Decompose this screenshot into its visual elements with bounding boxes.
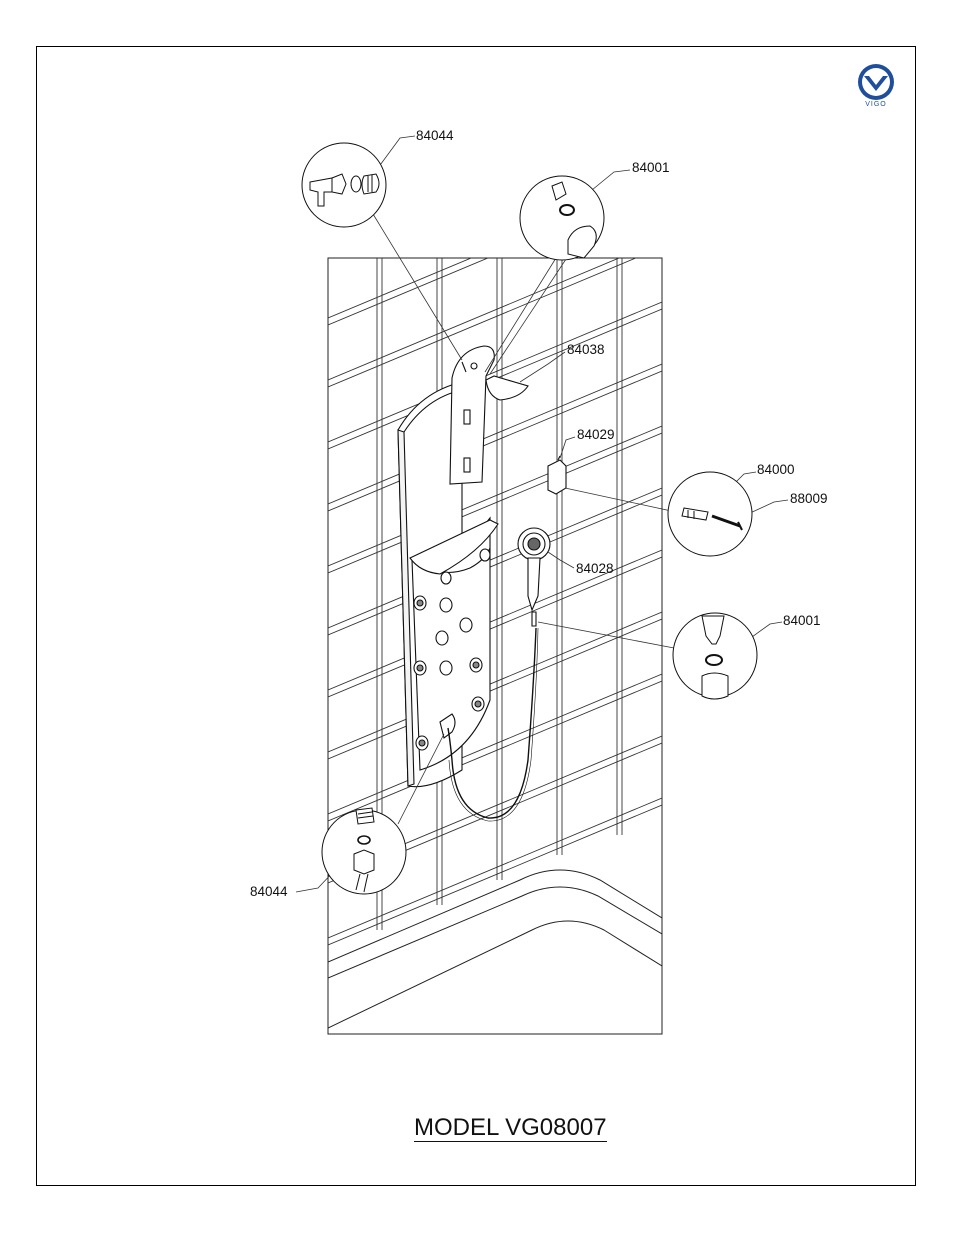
detail-circle-84001-bottom <box>672 612 758 700</box>
rain-showerhead-tower <box>449 345 529 485</box>
part-label-84001-bottom: 84001 <box>783 613 821 628</box>
tile-wall <box>327 257 663 1035</box>
shower-panel-body <box>397 381 499 788</box>
bathtub-rim <box>328 869 662 1034</box>
part-label-88009: 88009 <box>790 491 828 506</box>
drawing-frame <box>36 46 916 1186</box>
hand-shower <box>447 527 551 822</box>
detail-circle-84044-bottom <box>321 807 407 895</box>
body-jets <box>413 548 491 751</box>
part-label-84044-top: 84044 <box>416 128 454 143</box>
part-label-84001-top: 84001 <box>632 160 670 175</box>
model-title: MODEL VG08007 <box>414 1114 607 1143</box>
detail-circle-84000-88009 <box>667 471 753 557</box>
part-label-84029: 84029 <box>577 427 615 442</box>
brand-wordmark: VIGO <box>865 101 887 108</box>
part-label-84038: 84038 <box>567 342 605 357</box>
part-label-84044-bottom: 84044 <box>250 884 288 899</box>
part-label-84000: 84000 <box>757 462 795 477</box>
wall-bracket <box>547 455 567 495</box>
detail-circle-84044-top <box>301 142 387 228</box>
detail-circle-84001-top <box>519 175 605 261</box>
part-label-84028: 84028 <box>576 561 614 576</box>
vigo-logo-icon <box>858 64 894 100</box>
